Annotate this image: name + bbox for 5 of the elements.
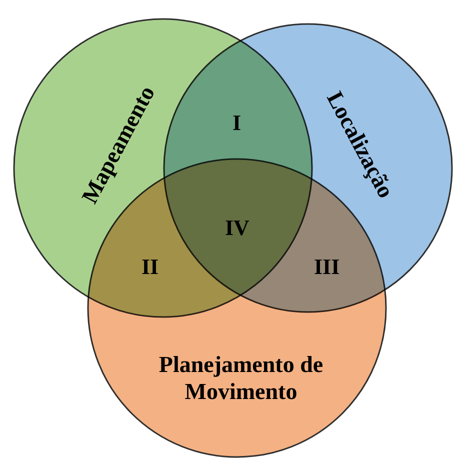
region-label: II [142,254,159,280]
set-label: Planejamento de Movimento [158,350,324,406]
region-label: I [232,110,242,136]
region-label: III [314,254,340,280]
region-label: IV [225,215,250,241]
